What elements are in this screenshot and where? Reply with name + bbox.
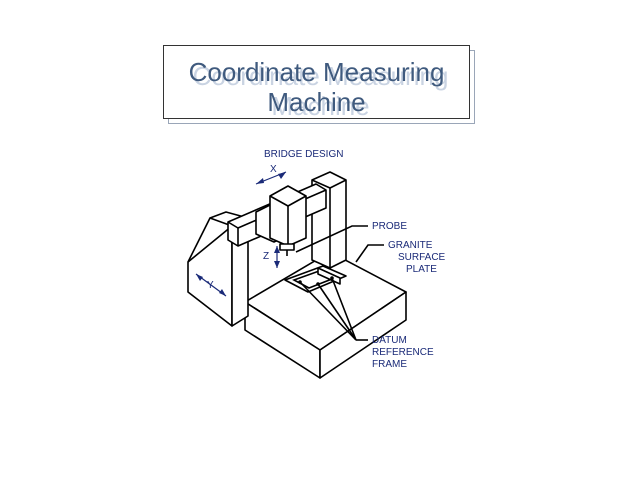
- title-shadow: Coordinate Measuring Machine: [192, 61, 449, 121]
- label-datum-3: FRAME: [372, 359, 407, 370]
- label-datum-2: REFERENCE: [372, 347, 434, 358]
- label-probe: PROBE: [372, 221, 407, 232]
- label-datum-1: DATUM: [372, 335, 407, 346]
- z-axis-arrow: [274, 246, 280, 268]
- axis-z-label: Z: [263, 251, 269, 262]
- label-bridge-design: BRIDGE DESIGN: [264, 149, 343, 160]
- x-axis-arrow: [255, 171, 287, 185]
- leader-lines: [295, 225, 384, 341]
- axis-y-label: Y: [207, 280, 214, 291]
- y-axis-arrow: [195, 273, 227, 297]
- page-title: Coordinate Measuring Machine: [164, 57, 469, 117]
- label-granite-2: SURFACE: [398, 252, 446, 263]
- axis-x-label: X: [270, 164, 277, 175]
- title-line-2: Machine: [267, 87, 366, 117]
- granite-base: [244, 251, 407, 379]
- label-granite-1: GRANITE: [388, 240, 433, 251]
- carriage: [255, 185, 307, 256]
- label-granite-3: PLATE: [406, 264, 437, 275]
- title-line-1: Coordinate Measuring: [188, 57, 445, 87]
